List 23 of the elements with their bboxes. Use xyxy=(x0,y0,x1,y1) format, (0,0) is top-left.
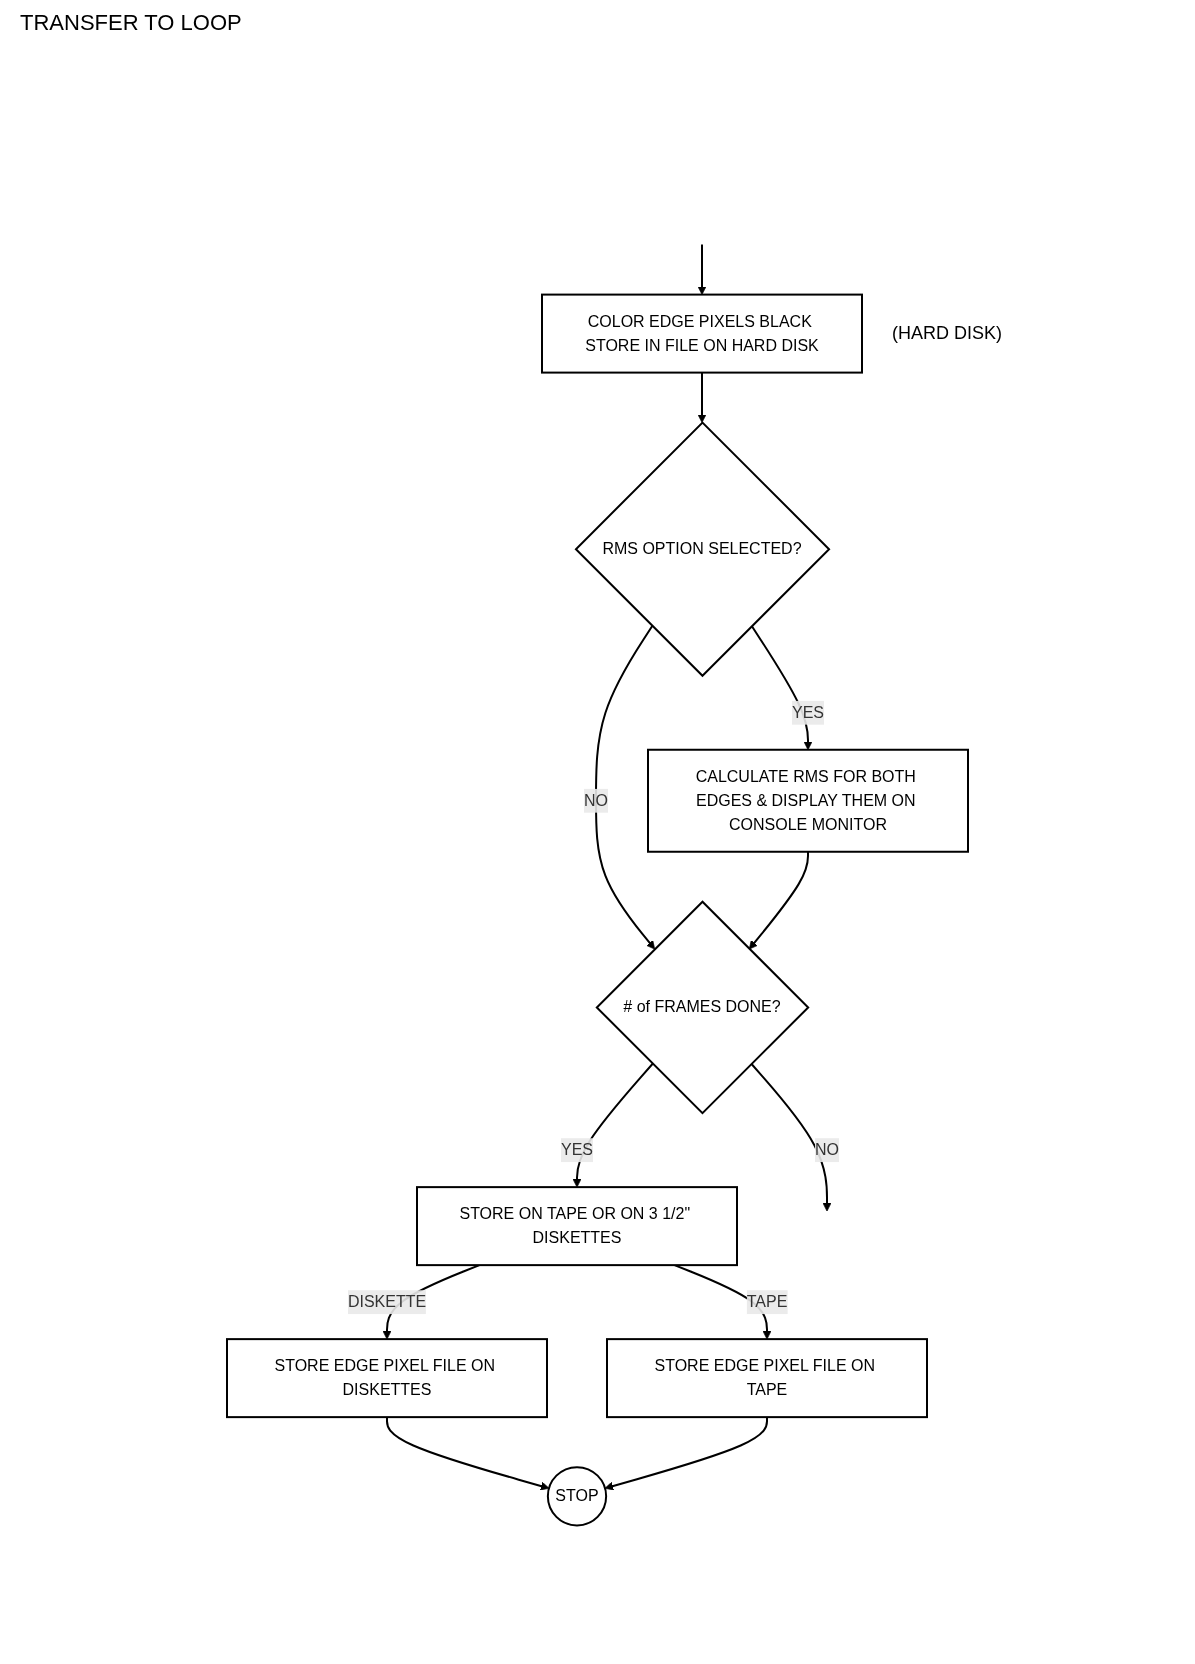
arrow xyxy=(595,625,656,950)
node-diamond: RMS OPTION SELECTED? xyxy=(574,421,831,678)
node-note: (HARD DISK) xyxy=(892,322,1002,344)
node-box: STORE ON TAPE OR ON 3 1/2" DISKETTES xyxy=(416,1186,738,1267)
edge-label: TAPE xyxy=(746,1293,788,1311)
edge-label: YES xyxy=(560,1141,594,1159)
arrow xyxy=(386,1416,550,1491)
edge-label: NO xyxy=(584,791,608,809)
arrow xyxy=(697,243,707,295)
node-box: CALCULATE RMS FOR BOTH EDGES & DISPLAY THEM ON CONSOLE MONITOR xyxy=(647,748,969,853)
node-circle: STOP xyxy=(546,1466,608,1527)
edge-label: YES xyxy=(791,703,825,721)
edge-label: NO xyxy=(815,1141,839,1159)
arrow xyxy=(748,850,809,950)
node-box: STORE EDGE PIXEL FILE ON TAPE xyxy=(606,1338,928,1419)
arrow xyxy=(697,371,707,423)
note-text: TRANSFER TO LOOP xyxy=(20,10,242,36)
node-box: COLOR EDGE PIXELS BLACK STORE IN FILE ON HARD DISK xyxy=(541,293,863,374)
node-box: STORE EDGE PIXEL FILE ON DISKETTES xyxy=(226,1338,548,1419)
edge-label: DISKETTE xyxy=(347,1293,427,1311)
arrow xyxy=(604,1416,768,1491)
node-diamond: # of FRAMES DONE? xyxy=(595,900,810,1115)
arrow xyxy=(750,1062,832,1212)
